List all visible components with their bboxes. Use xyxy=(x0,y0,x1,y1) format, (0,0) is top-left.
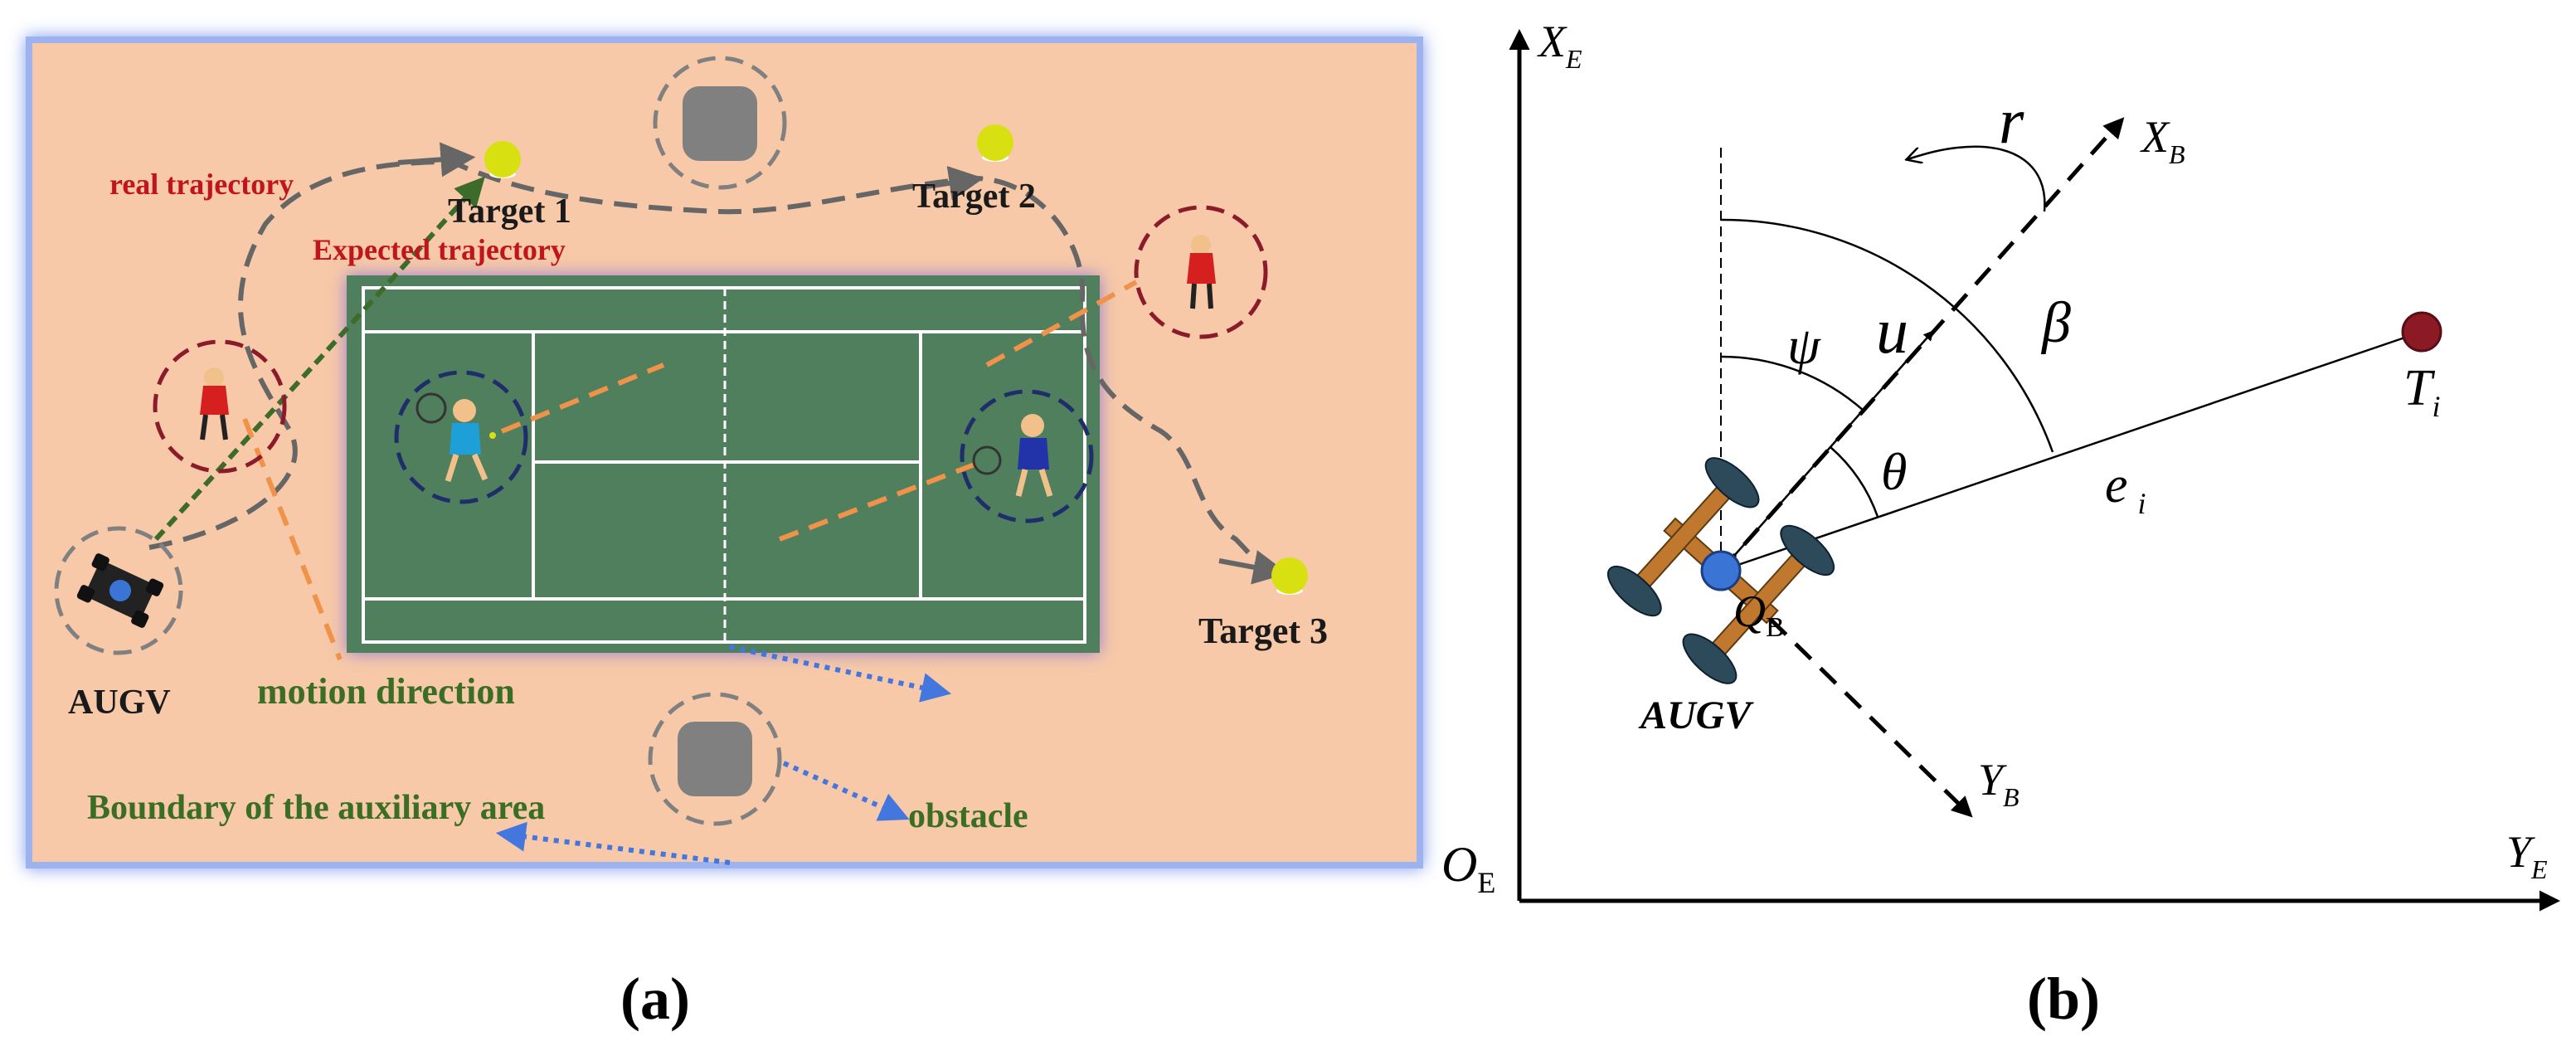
ball-boy-right xyxy=(1134,205,1268,339)
tennis-player-right xyxy=(960,389,1094,523)
label-motion-direction: motion direction xyxy=(257,671,515,712)
boundary-arrows xyxy=(495,645,952,865)
label-target-3: Target 3 xyxy=(1198,611,1328,651)
label-target-1: Target 1 xyxy=(448,192,571,231)
beta-arc xyxy=(1720,218,2054,453)
axis-xe-label: XE xyxy=(1537,17,1582,74)
label-expected-trajectory: Expected trajectory xyxy=(313,233,566,266)
psi-arc xyxy=(1720,355,1864,411)
axis-ye-label: YE xyxy=(2506,827,2548,884)
label-center: QB xyxy=(1733,586,1785,643)
theta-arc xyxy=(1830,446,1879,518)
target-3-ball xyxy=(1271,557,1308,595)
axis-xb-label: XB xyxy=(2140,112,2185,169)
real-trajectory-arrow-1 xyxy=(397,142,476,178)
obstacle-bottom xyxy=(648,692,782,826)
obstacle-top xyxy=(653,56,787,190)
label-obstacle: obstacle xyxy=(908,797,1028,835)
ball-boy-left xyxy=(153,339,287,474)
target-2-ball xyxy=(977,124,1013,162)
expected-trajectory-path xyxy=(153,176,485,542)
label-real-trajectory: real trajectory xyxy=(109,168,294,201)
velocity-line xyxy=(1720,330,1934,572)
axis-yb-label: YB xyxy=(1978,755,2019,812)
caption-a: (a) xyxy=(620,966,690,1032)
axis-yb xyxy=(1719,569,1973,818)
error-line xyxy=(1720,330,2423,572)
augv-vehicle xyxy=(54,526,183,655)
real-trajectory-arrow-3 xyxy=(1218,550,1289,585)
target-1-ball xyxy=(484,141,521,178)
panel-a: real trajectory Expected trajectory Targ… xyxy=(26,36,1423,1032)
panel-b: XE YE OE XB YB xyxy=(1441,17,2560,1032)
label-psi: ψ xyxy=(1787,316,1821,375)
label-boundary: Boundary of the auxiliary area xyxy=(87,789,545,827)
label-beta: β xyxy=(2040,291,2071,355)
caption-b: (b) xyxy=(2027,966,2100,1032)
label-target: Ti xyxy=(2403,360,2441,423)
real-trajectory-arrow-2 xyxy=(920,166,984,201)
label-target-2: Target 2 xyxy=(912,178,1036,216)
axis-xb xyxy=(1719,117,2125,572)
tennis-player-left xyxy=(394,370,528,504)
real-trajectory-path xyxy=(148,158,1271,575)
tennis-court xyxy=(347,275,1100,653)
rotation-arrow xyxy=(1908,145,2046,212)
label-augv-a: AUGV xyxy=(68,684,171,722)
label-augv-b: AUGV xyxy=(1638,693,1754,737)
label-velocity: u xyxy=(1876,294,1908,367)
label-rotation: r xyxy=(1999,85,2024,157)
label-theta: θ xyxy=(1881,442,1907,501)
target-point xyxy=(2401,311,2442,353)
center-point xyxy=(1700,550,1742,591)
origin-label: OE xyxy=(1441,837,1495,899)
